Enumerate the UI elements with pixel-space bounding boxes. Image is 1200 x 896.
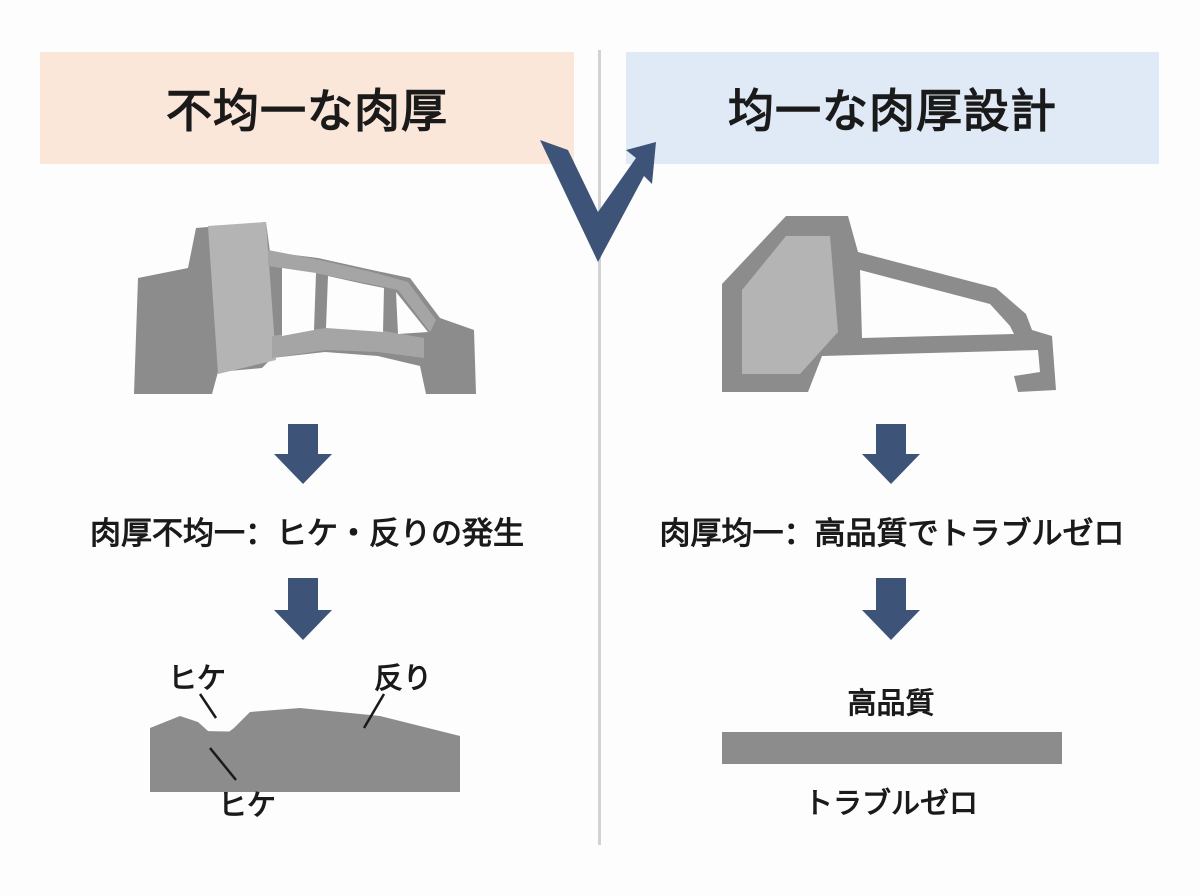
label-sink-mark-bottom: ヒケ xyxy=(218,788,277,822)
uneven-part-gap-1 xyxy=(282,268,316,336)
leader-warp xyxy=(362,693,386,729)
leader-sink-top xyxy=(198,693,218,719)
uniform-part-drawing xyxy=(722,216,1056,392)
label-high-quality: 高品質 xyxy=(847,686,935,720)
uneven-part-drawing xyxy=(134,222,476,394)
down-arrow-icon xyxy=(862,424,920,484)
label-zero-trouble: トラブルゼロ xyxy=(803,786,978,820)
header-uniform-thickness: 均一な肉厚設計 xyxy=(626,52,1159,164)
uneven-part-lower-rib xyxy=(272,328,424,358)
label-warp: 反り xyxy=(374,661,433,695)
header-uneven-thickness: 不均一な肉厚 xyxy=(40,52,574,164)
center-divider xyxy=(598,50,601,845)
uniform-part-inner-void xyxy=(860,270,1014,338)
caption-uniform-result: 肉厚均一：高品質でトラブルゼロ xyxy=(659,516,1125,552)
uniform-part-light-wall xyxy=(742,236,838,374)
leader-sink-bottom xyxy=(209,747,237,781)
uneven-part-upper-rib xyxy=(268,250,436,332)
warped-strip-notch-1 xyxy=(300,732,310,752)
flat-bar xyxy=(722,732,1062,764)
uneven-part-gap-3 xyxy=(396,292,428,334)
caption-uneven-result: 肉厚不均一：ヒケ・反りの発生 xyxy=(90,516,524,552)
checkmark-icon xyxy=(540,140,656,262)
warped-strip xyxy=(150,708,460,792)
warped-strip-notch-2 xyxy=(376,736,386,760)
warped-strip-drawing xyxy=(150,693,460,792)
down-arrow-icon xyxy=(274,424,332,484)
header-uniform-label: 均一な肉厚設計 xyxy=(728,84,1057,138)
label-sink-mark-top: ヒケ xyxy=(168,661,227,695)
uneven-part-light-wall xyxy=(208,222,276,374)
down-arrow-icon xyxy=(274,578,332,640)
uneven-part-gap-2 xyxy=(326,276,384,332)
header-uneven-label: 不均一な肉厚 xyxy=(166,84,448,138)
down-arrow-icon xyxy=(862,578,920,640)
